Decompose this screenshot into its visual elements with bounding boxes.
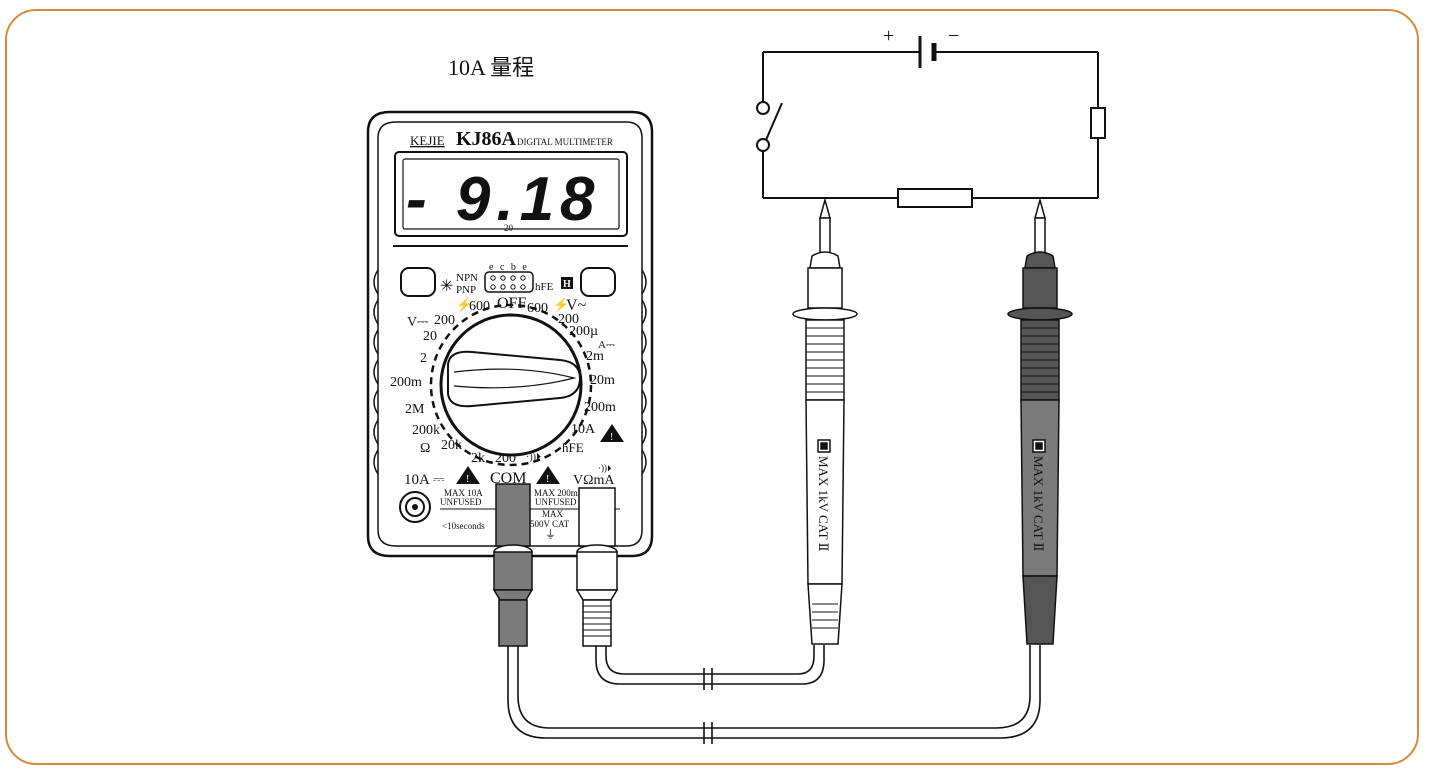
backlight-button[interactable] (400, 267, 436, 297)
right-warning-line-1: MAX 200mA (534, 488, 585, 498)
dial-v-dc-200m: 200m (390, 375, 422, 390)
dial-v-dc-200: 200 (434, 313, 455, 328)
svg-text:!: ! (466, 474, 469, 485)
hfe-npn-label: NPN (456, 272, 478, 284)
left-warning-line-3: <10seconds (442, 521, 485, 531)
lcd-range-indicator: 20 (504, 223, 514, 233)
dial-a-200m: 200m (584, 400, 616, 415)
lcd-reading: - 9.18 (406, 165, 601, 234)
hfe-label: hFE (535, 281, 554, 293)
resistor-vertical (1090, 107, 1106, 139)
jack-10a-label: 10A ⎓ (404, 472, 445, 488)
dial-a-2m: 2m (586, 349, 604, 364)
jack-com-label: COM (490, 470, 526, 487)
dial-a-20m: 20m (590, 373, 615, 388)
hold-icon-box (561, 277, 573, 289)
hold-label: H (563, 279, 571, 290)
side-grips (373, 269, 647, 475)
dial-ohm-symbol: Ω (420, 441, 430, 456)
circuit (756, 36, 1106, 208)
switch-contact-bottom (756, 138, 770, 152)
ground-icon: ⏚ (545, 528, 556, 541)
dial-a-200u: 200µ (569, 324, 598, 339)
red-probe (792, 197, 858, 645)
black-probe-rating-text: MAX 1kV CAT Ⅱ (1031, 456, 1046, 552)
dial-tick-ring (429, 303, 593, 467)
battery-minus-sign: − (948, 25, 959, 47)
outer-frame (5, 9, 1419, 765)
dial-v-dc-label: V⎓ (407, 315, 428, 330)
multimeter: KEJIE KJ86A DIGITAL MULTIMETER - 9.18 20… (366, 110, 654, 558)
hv-warning-icon-right: ⚡ (553, 297, 569, 313)
warning-triangle-right-icon: ! (536, 466, 560, 485)
jack-continuity-icon: ·))⏵ (598, 463, 612, 473)
dial-dc-600: 600 (469, 299, 490, 314)
left-warning-line-1: MAX 10A (444, 488, 483, 498)
hv-warning-icon-left: ⚡ (456, 297, 472, 313)
hfe-pnp-label: PNP (456, 284, 476, 296)
left-warning-line-2: UNFUSED (440, 497, 482, 507)
dial-a-10A: 10A (571, 422, 596, 437)
v-plug (575, 487, 619, 647)
dial-off: OFF (497, 295, 526, 312)
rotary-dial-knob (447, 350, 582, 408)
cables (507, 645, 1041, 744)
black-probe (1007, 197, 1073, 645)
rotary-dial-pointer (453, 368, 577, 389)
com-plug (492, 483, 534, 647)
dial-v-ac-label: V~ (566, 297, 587, 314)
hold-button[interactable] (580, 267, 616, 297)
warning-triangle-10a-icon: ! (600, 424, 624, 443)
dial-ohm-20k: 20k (441, 438, 462, 453)
dial-v-dc-20: 20 (423, 329, 437, 344)
hfe-pin-labels: e c b e (489, 262, 529, 273)
continuity-diode-icon: ·))⏵ (526, 452, 541, 463)
com-note-line-2: 500V CAT (530, 519, 570, 529)
warning-triangle-left-icon: ! (456, 466, 480, 485)
red-probe-rating-text: MAX 1kV CAT Ⅱ (816, 456, 831, 552)
dial-ohm-200k: 200k (412, 423, 440, 438)
hfe-socket-holes (490, 275, 526, 290)
com-note-line-1: MAX (542, 509, 564, 519)
switch-contact-top (756, 101, 770, 115)
right-warning-line-2: UNFUSED (535, 497, 577, 507)
model-subtitle: DIGITAL MULTIMETER (517, 137, 613, 147)
svg-text:!: ! (610, 432, 613, 443)
caption: 10A 量程 (448, 55, 534, 80)
backlight-icon: ✳ (440, 278, 453, 295)
brand-name: KEJIE (410, 133, 445, 148)
svg-text:!: ! (546, 474, 549, 485)
resistor-horizontal (897, 188, 973, 208)
dial-hfe: hFE (562, 440, 584, 455)
model-name: KJ86A (456, 128, 517, 150)
lcd-screen (402, 158, 620, 230)
jack-vomega-ma-label: VΩmA (573, 473, 615, 488)
switch-blade (765, 102, 783, 141)
dial-a-dc-label: A⎓ (598, 339, 615, 351)
battery-plus-sign: + (883, 25, 894, 47)
dial-ohm-2M: 2M (405, 402, 425, 417)
dial-v-dc-2: 2 (420, 351, 427, 366)
